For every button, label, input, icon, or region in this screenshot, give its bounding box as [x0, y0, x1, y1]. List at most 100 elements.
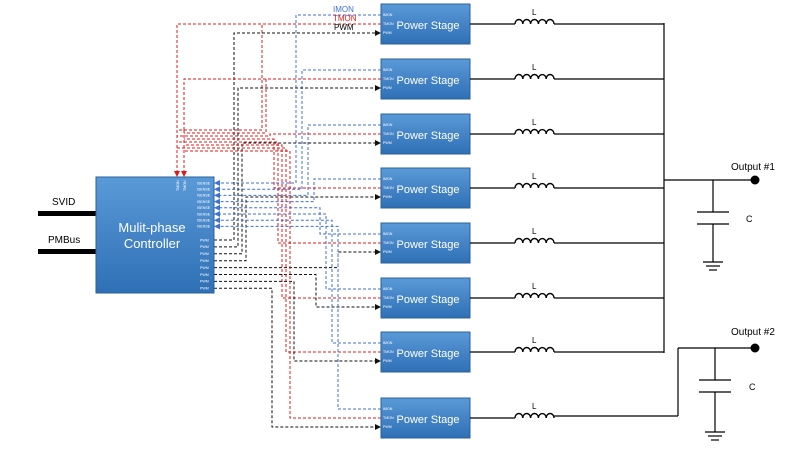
controller-title-line2: Controller [124, 236, 181, 251]
controller-tmon-pin: TMON [176, 180, 180, 191]
power-stage-pin: IMON [383, 123, 393, 127]
tmon-wire [176, 23, 381, 130]
controller-pwm-pin: PWM [200, 287, 209, 291]
power-stage-pin: IMON [383, 232, 393, 236]
power-stage-pin: IMON [383, 407, 393, 411]
controller-isense-pin: ISENSE [197, 225, 211, 229]
power-stage-label: Power Stage [397, 75, 460, 87]
inductor-coil [514, 128, 555, 135]
power-stage-block: Power Stage IMON TMON PWM [380, 167, 471, 209]
capacitor2-label: C [749, 382, 756, 392]
tmon-wire [183, 78, 381, 130]
tmon-wire [184, 144, 381, 299]
power-stage-pin: PWM [383, 250, 392, 254]
legend-pwm: PWM [334, 23, 354, 32]
pwm-wire [214, 194, 381, 262]
tmon-wire [177, 133, 381, 137]
imon-wire [214, 217, 381, 344]
power-stage-pin: TMON [383, 132, 394, 136]
controller-isense-pin: ISENSE [197, 181, 211, 185]
power-stage-pin: PWM [383, 195, 392, 199]
power-stage-pin: TMON [383, 416, 394, 420]
tmon-wire [177, 141, 381, 244]
inductor-coil [514, 237, 555, 244]
inductor-coil [514, 412, 555, 419]
power-stage-pin: TMON [383, 186, 394, 190]
pwm-wire [214, 30, 381, 241]
tmon-wire [184, 78, 381, 134]
power-stage-pin: PWM [383, 86, 392, 90]
pmbus-label: PMBus [48, 235, 80, 246]
inductor-coil [514, 73, 555, 80]
imon-wire [214, 204, 381, 235]
imon-wire [214, 211, 381, 290]
inductor-coil [514, 18, 555, 25]
power-stage-label: Power Stage [397, 20, 460, 32]
power-stage-pin: TMON [383, 241, 394, 245]
controller-pwm-pin: PWM [200, 259, 209, 263]
pmbus-bus [38, 249, 96, 254]
power-stage-label: Power Stage [397, 184, 460, 196]
output2-label: Output #2 [731, 327, 775, 338]
tmon-wire [184, 138, 381, 189]
controller-isense-pin: ISENSE [197, 212, 211, 216]
inductor-label: L [532, 402, 537, 411]
inductor-label: L [532, 8, 537, 17]
controller-pwm-pin: PWM [200, 245, 209, 249]
controller-isense-pin: ISENSE [197, 206, 211, 210]
legend-tmon: TMON [333, 14, 357, 23]
svid-bus [38, 211, 96, 216]
inductor-coil [514, 182, 555, 189]
pwm-wire [214, 280, 381, 364]
imon-wire [214, 14, 381, 186]
power-stage-label: Power Stage [397, 294, 460, 306]
controller-pin-labels: ISENSE PWM ISENSE PWM ISENSE PWM ISENSE PWM ISEN… [176, 180, 211, 291]
inductor-label: L [532, 118, 537, 127]
imon-wire [214, 178, 381, 205]
inductor-coil [514, 292, 555, 299]
power-stage-pin: PWM [383, 425, 392, 429]
pwm-wire [214, 249, 381, 269]
imon-wire [214, 69, 381, 193]
power-stage-pin: IMON [383, 287, 393, 291]
power-stage-block: Power Stage IMON TMON PWM [380, 277, 471, 319]
power-stage-label: Power Stage [397, 239, 460, 251]
power-stage-pin: IMON [383, 68, 393, 72]
inductor-label: L [532, 63, 537, 72]
output1-terminal [750, 175, 760, 185]
power-stage-pin: IMON [383, 13, 393, 17]
power-stage-pin: IMON [383, 341, 393, 345]
pwm-wire [214, 140, 381, 255]
controller-title-line1: Mulit-phase [118, 220, 185, 235]
power-stage-pin: IMON [383, 177, 393, 181]
tmon-wire [184, 150, 381, 419]
power-stage-label: Power Stage [397, 348, 460, 360]
power-stage-pin: TMON [383, 22, 394, 26]
power-stage-pin: TMON [383, 296, 394, 300]
pwm-wire [214, 85, 381, 248]
controller-isense-pin: ISENSE [197, 200, 211, 204]
signal-wires [174, 14, 381, 430]
controller-pwm-pin: PWM [200, 280, 209, 284]
controller-isense-pin: ISENSE [197, 188, 211, 192]
controller-pwm-pin: PWM [200, 252, 209, 256]
inductor-coil [514, 346, 555, 353]
power-stage-pin: TMON [383, 77, 394, 81]
power-stage-pin: TMON [383, 350, 394, 354]
controller-tmon-pin: TMON [183, 180, 187, 191]
output2-network [554, 347, 752, 441]
controller-pwm-pin: PWM [200, 238, 209, 242]
power-stage-pin: PWM [383, 31, 392, 35]
capacitor1-label: C [746, 214, 753, 224]
inductor-label: L [532, 227, 537, 236]
power-stage-pin: PWM [383, 305, 392, 309]
pwm-wire [214, 274, 381, 310]
power-stage-pin: PWM [383, 141, 392, 145]
multiphase-controller: Mulit-phase Controller ISENSE PWM ISENSE PW… [95, 176, 215, 294]
